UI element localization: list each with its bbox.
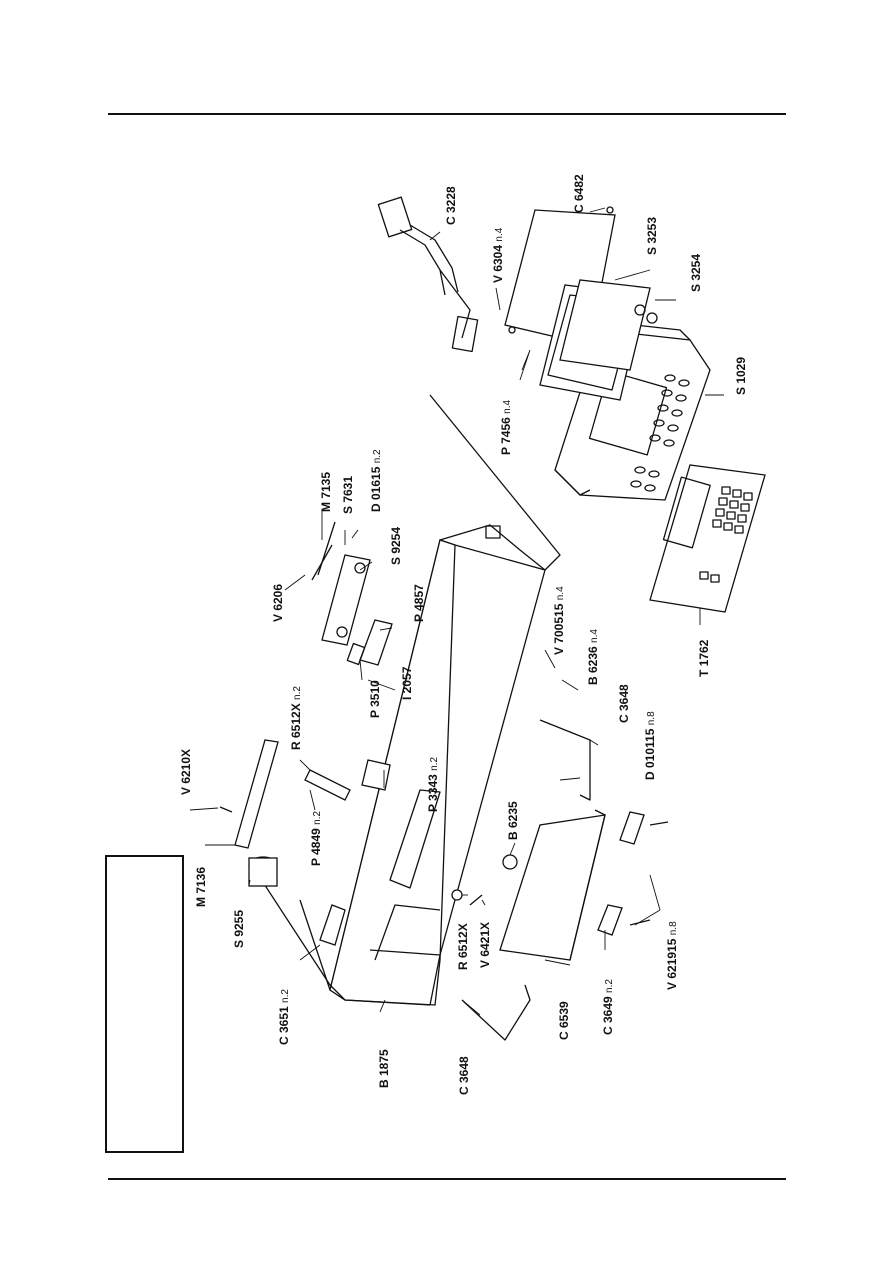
small-parts — [219, 521, 669, 1041]
leader-lines — [189, 207, 724, 1016]
chassis-b1875 — [254, 394, 561, 1006]
bottom-rule — [108, 1178, 786, 1180]
label-v6210x: V 6210X — [179, 749, 193, 795]
label-s7631: S 7631 — [341, 476, 355, 514]
side-note-box — [105, 855, 184, 1153]
label-c6539: C 6539 — [557, 1001, 571, 1040]
label-b6235: B 6235 — [506, 801, 520, 840]
label-s3253: S 3253 — [645, 217, 659, 255]
label-v621915: V 621915 n.8 — [665, 921, 679, 990]
label-p3343: P 3343 n.2 — [426, 756, 440, 812]
label-s9255: S 9255 — [232, 910, 246, 948]
part-labels: C 6482 C 3228 S 3253 S 3254 V 6304 n.4 P… — [179, 174, 748, 1095]
label-s1029: S 1029 — [734, 357, 748, 395]
label-v6206: V 6206 — [271, 584, 285, 622]
label-v700515: V 700515 n.4 — [552, 586, 566, 655]
cable-c3228 — [377, 196, 479, 353]
label-s9254: S 9254 — [389, 527, 403, 565]
label-t1762: T 1762 — [697, 639, 711, 677]
label-v6421x: V 6421X — [478, 922, 492, 968]
label-r6512x-lower: R 6512X — [456, 923, 470, 970]
label-m7136: M 7136 — [194, 867, 208, 907]
label-m7135: M 7135 — [319, 472, 333, 512]
top-rule — [108, 113, 786, 115]
label-p3510: P 3510 — [368, 680, 382, 718]
label-c3649: C 3649 n.2 — [601, 979, 615, 1035]
label-i2057: I 2057 — [400, 666, 414, 700]
label-v6304: V 6304 n.4 — [491, 227, 505, 283]
label-s3254: S 3254 — [689, 254, 703, 292]
label-p4857: P 4857 — [412, 584, 426, 622]
label-c3651: C 3651 n.2 — [277, 989, 291, 1045]
label-r6512x-upper: R 6512X n.2 — [289, 686, 303, 750]
label-c6482: C 6482 — [572, 174, 586, 213]
label-p7456: P 7456 n.4 — [499, 399, 513, 455]
front-panel-t1762 — [649, 464, 766, 613]
plates-c6482-s3253-s3254 — [504, 206, 658, 401]
label-c3648-upper: C 3648 — [617, 684, 631, 723]
label-c3648-lower: C 3648 — [457, 1056, 471, 1095]
label-p4849: P 4849 n.2 — [309, 810, 323, 866]
label-d010115: D 010115 n.8 — [643, 711, 657, 780]
label-b1875: B 1875 — [377, 1049, 391, 1088]
label-b6236: B 6236 n.4 — [586, 629, 600, 685]
label-d01615: D 01615 n.2 — [369, 449, 383, 512]
label-c3228: C 3228 — [444, 186, 458, 225]
